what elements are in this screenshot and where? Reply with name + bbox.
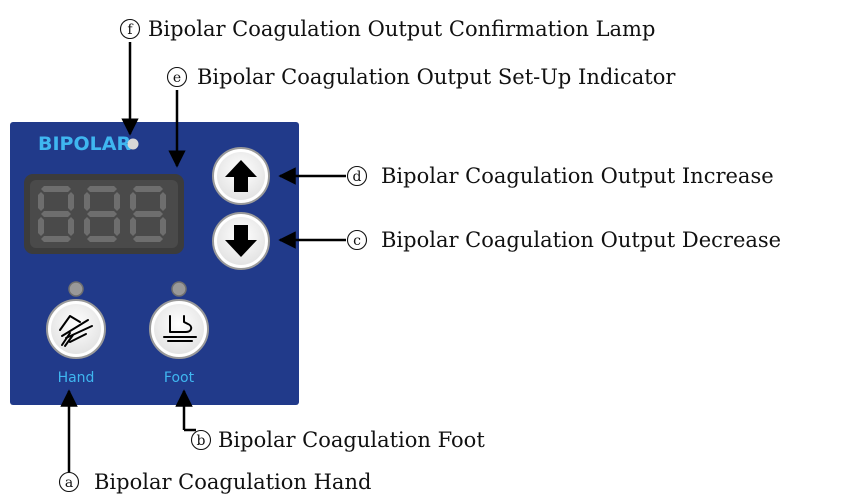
increase-button[interactable] bbox=[212, 147, 270, 205]
callout-e-marker: e bbox=[173, 70, 181, 86]
digit-segment bbox=[133, 236, 163, 242]
display-digits bbox=[38, 186, 166, 242]
decrease-button[interactable] bbox=[212, 212, 270, 270]
callout-b-marker: b bbox=[197, 433, 206, 449]
arrow-up-icon bbox=[225, 160, 257, 192]
hand-button[interactable] bbox=[46, 299, 106, 359]
callout-f-label: Bipolar Coagulation Output Confirmation … bbox=[148, 17, 655, 41]
digit-segment bbox=[87, 186, 117, 192]
digit-segment bbox=[133, 186, 163, 192]
callout-f-marker: f bbox=[127, 22, 134, 38]
digit-segment bbox=[130, 217, 136, 236]
digit-segment bbox=[160, 217, 166, 236]
foot-button[interactable] bbox=[149, 299, 209, 359]
foot-pedal-icon bbox=[163, 315, 197, 342]
digit-segment bbox=[38, 217, 44, 236]
digit-segment bbox=[41, 236, 71, 242]
callout-c-marker: c bbox=[353, 233, 361, 249]
callout-f: f Bipolar Coagulation Output Confirmatio… bbox=[119, 17, 655, 136]
callout-b: b Bipolar Coagulation Foot bbox=[175, 389, 485, 452]
digit-segment bbox=[130, 192, 136, 211]
digit-segment bbox=[114, 192, 120, 211]
callout-a: a Bipolar Coagulation Hand bbox=[58, 389, 371, 494]
output-confirmation-lamp bbox=[127, 138, 139, 150]
digit-segment bbox=[68, 192, 74, 211]
digit-segment bbox=[84, 217, 90, 236]
digit-segment bbox=[38, 192, 44, 211]
callout-a-marker: a bbox=[65, 475, 73, 491]
digit-segment bbox=[133, 211, 163, 217]
digit-segment bbox=[68, 217, 74, 236]
callout-c-label: Bipolar Coagulation Output Decrease bbox=[381, 228, 781, 252]
callout-a-label: Bipolar Coagulation Hand bbox=[94, 470, 371, 494]
digit-segment bbox=[114, 217, 120, 236]
output-setup-indicator bbox=[24, 174, 184, 254]
callout-d-label: Bipolar Coagulation Output Increase bbox=[381, 164, 774, 188]
hand-pen-icon bbox=[59, 315, 93, 347]
arrow-down-icon bbox=[225, 225, 257, 257]
panel-title: BIPOLAR bbox=[38, 133, 131, 155]
callout-d-marker: d bbox=[353, 169, 362, 185]
callout-c: c Bipolar Coagulation Output Decrease bbox=[278, 228, 781, 252]
digit-segment bbox=[160, 192, 166, 211]
digit-segment bbox=[84, 192, 90, 211]
foot-indicator-lamp bbox=[171, 281, 187, 297]
foot-label: Foot bbox=[164, 370, 195, 386]
digit-segment bbox=[41, 211, 71, 217]
hand-label: Hand bbox=[58, 370, 95, 386]
callout-e: e Bipolar Coagulation Output Set-Up Indi… bbox=[166, 65, 676, 168]
callout-e-label: Bipolar Coagulation Output Set-Up Indica… bbox=[197, 65, 676, 89]
digit-segment bbox=[41, 186, 71, 192]
callout-d: d Bipolar Coagulation Output Increase bbox=[278, 164, 774, 188]
hand-indicator-lamp bbox=[68, 281, 84, 297]
callout-b-label: Bipolar Coagulation Foot bbox=[218, 428, 485, 452]
digit-segment bbox=[87, 211, 117, 217]
digit-segment bbox=[87, 236, 117, 242]
